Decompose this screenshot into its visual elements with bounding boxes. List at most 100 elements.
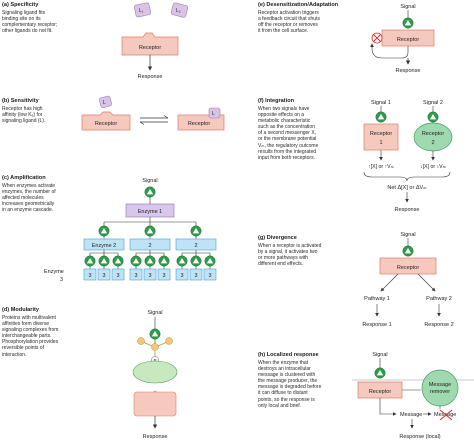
enzyme3-box [175, 268, 189, 281]
ligand-b-free-label: L [103, 100, 106, 106]
panel-f-line: When two signals have [258, 106, 310, 112]
panel-c-line: When enzymes activate [2, 183, 56, 189]
panel-h-line: destroys an intracellular [258, 366, 311, 373]
signal-h-label: Signal [372, 352, 387, 358]
receptor-b-empty-label: Receptor [95, 121, 117, 127]
panel-a-line: other ligands do not fit. [2, 28, 53, 35]
panel-a-description: Signaling ligand fits binding site on it… [2, 10, 57, 34]
signal-icon [130, 255, 142, 267]
panel-g-description: When a receptor is activated by a signal… [258, 243, 321, 267]
effect2-text: ↓[X] or ↓Vₘ [420, 164, 446, 170]
panel-b-line: Receptor has high [2, 106, 43, 112]
receptor-g-label: Receptor [397, 265, 419, 271]
receptor2-shape [413, 122, 453, 152]
enzyme2-label-2: 2 [148, 243, 151, 249]
enzyme3-box-label: 3 [194, 273, 197, 279]
integration-bracket [363, 171, 451, 182]
receptor-a [121, 32, 179, 56]
panel-f-line: of a second messenger X, [258, 130, 317, 137]
panel-a-line: binding site on its [2, 16, 41, 23]
panel-d-title: (d) Modularity [2, 307, 39, 313]
enzyme3-box-label: 3 [208, 273, 211, 279]
signal-icon [144, 225, 156, 237]
panel-a-line: Signaling ligand fits [2, 10, 46, 16]
panel-f-description: When two signals have opposite effects o… [258, 106, 318, 161]
receptor-h-label: Receptor [369, 389, 391, 395]
signal-e-label: Signal [400, 4, 415, 10]
panel-c-line: affected molecules [2, 195, 44, 202]
response-f: Response [395, 207, 420, 213]
ligand-b-bound [208, 107, 221, 119]
panel-e-line: off the receptor or removes [258, 22, 318, 29]
signal-icon [176, 255, 188, 267]
effect1-text: ↑[X] or ↑Vₘ [368, 164, 394, 170]
signal-d-icon [149, 328, 161, 340]
ligand-b-free [99, 95, 112, 108]
panel-a-title: (a) Specificity [2, 2, 39, 8]
enzyme3-box-label: 3 [116, 273, 119, 279]
enzyme3-box [189, 268, 203, 281]
enzyme3-box-label: 3 [148, 273, 151, 279]
panel-f-line: such as the concentration [258, 124, 315, 131]
enzyme3-box [157, 268, 171, 281]
panel-b-line: signaling ligand (L). [2, 118, 46, 125]
signal-icon [158, 255, 170, 267]
panel-c-description: When enzymes activate enzymes, the numbe… [2, 183, 56, 213]
message-text-1: Message [400, 412, 422, 418]
enzyme3-box-label: 3 [162, 273, 165, 279]
receptor1-label: Receptor [370, 131, 392, 137]
signal-g-label: Signal [400, 232, 415, 238]
panel-b-line: affinity (low Kₑ) for [2, 112, 43, 119]
ligand-l2-label: L₂ [176, 8, 181, 14]
signal-icon [112, 255, 124, 267]
receptor1-number: 1 [379, 140, 382, 146]
panel-d-line: affinities form diverse [2, 321, 50, 328]
panel-e-diagram: Signal Receptor Response [370, 4, 435, 74]
net-effect-text: Net Δ[X] or ΔVₘ [387, 185, 427, 191]
panel-h-line: it can diffuse to distant [258, 390, 308, 397]
response-h: Response (local) [399, 434, 440, 440]
signal-icon [84, 255, 96, 267]
panel-g-diagram: Signal Receptor Pathway 1 Pathway 2 Resp… [362, 232, 453, 328]
membrane-protein-d [133, 391, 177, 417]
panel-f-line: results from the integrated [258, 148, 317, 155]
enzyme2-label-3: 2 [194, 243, 197, 249]
panel-d-diagram: Signal P P Response [132, 310, 178, 440]
message-remover-label-2: remover [430, 389, 450, 395]
enzyme3-box-label: 3 [102, 273, 105, 279]
response2-label: Response 2 [424, 322, 453, 328]
level3-signals [84, 255, 216, 269]
signal-e-icon [402, 17, 414, 29]
message-remover-label-1: Message [429, 382, 451, 388]
signal-icon [204, 255, 216, 267]
receptor-b-bound [177, 114, 225, 131]
receptor-b-empty [81, 111, 131, 131]
signal-c-label: Signal [142, 178, 157, 184]
response1-label: Response 1 [362, 322, 391, 328]
panel-b-title: (b) Sensitivity [2, 98, 39, 104]
adaptor-node-left [137, 337, 145, 345]
receptor2-number: 2 [431, 140, 434, 146]
pathway1-label: Pathway 1 [364, 296, 390, 302]
ligand-l1 [133, 2, 152, 18]
panel-d-line: interchangeable parts. [2, 333, 52, 340]
enzyme3-box-label: 3 [134, 273, 137, 279]
receptor2-label: Receptor [422, 131, 444, 137]
response-d: Response [143, 434, 168, 440]
signal-g-icon [402, 245, 414, 257]
panel-g-line: different end effects. [258, 261, 304, 268]
panel-e-line: Receptor activation triggers [258, 10, 319, 16]
receptor-e-label: Receptor [397, 37, 419, 43]
panel-h-line: points, so the response is [258, 396, 315, 403]
enzyme3-box [111, 268, 125, 281]
signal2-label: Signal 2 [423, 100, 443, 106]
panel-d-line: Phosphorylation provides [2, 339, 59, 346]
panel-h-line: only local and brief. [258, 402, 302, 409]
panel-g-line: or more pathways with [258, 255, 309, 262]
signal-icon [190, 255, 202, 267]
enzyme3-label: Enzyme [44, 269, 64, 275]
panel-h-description: When the enzyme that destroys an intrace… [258, 360, 321, 409]
